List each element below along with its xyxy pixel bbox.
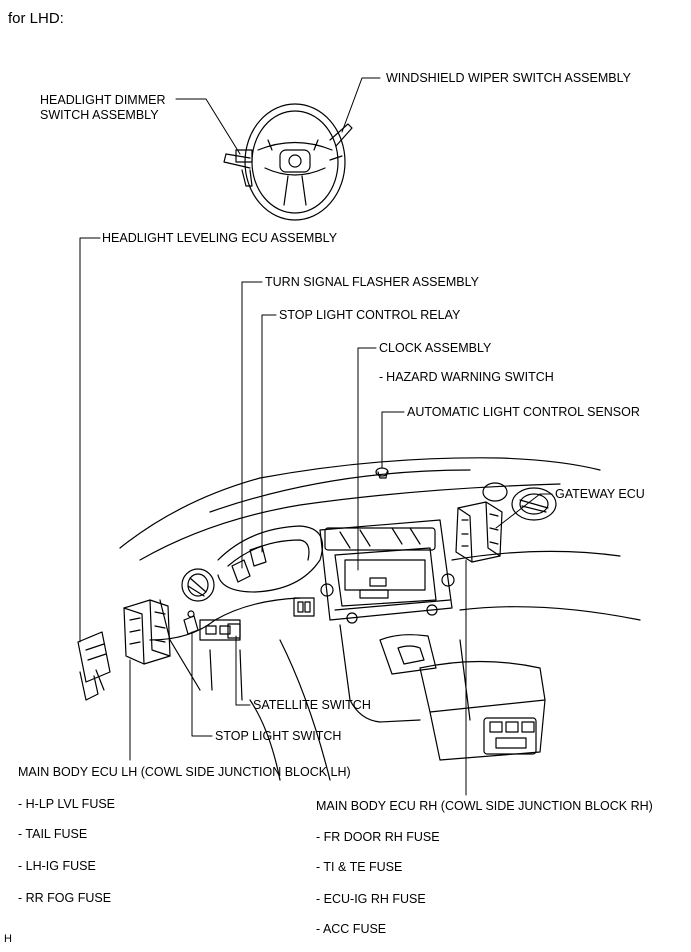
instrument-panel-illustration bbox=[119, 457, 641, 781]
stop-light-switch-illustration bbox=[183, 610, 199, 635]
automatic-light-control-sensor-illustration bbox=[375, 467, 389, 479]
stop-light-control-relay-illustration bbox=[249, 545, 267, 567]
main-body-ecu-lh-illustration bbox=[123, 599, 171, 665]
lh-fuse-item: - RR FOG FUSE bbox=[18, 891, 112, 905]
label-satellite-switch: SATELLITE SWITCH bbox=[253, 698, 371, 712]
label-stop-light-switch: STOP LIGHT SWITCH bbox=[215, 729, 342, 743]
label-headlight-dimmer-line2: SWITCH ASSEMBLY bbox=[40, 108, 159, 122]
corner-mark: H bbox=[4, 933, 12, 945]
main-body-ecu-rh-illustration bbox=[455, 501, 503, 563]
rh-fuse-item: - ACC FUSE bbox=[316, 922, 387, 936]
lh-fuse-item: - H-LP LVL FUSE bbox=[18, 797, 116, 811]
label-stop-light-control-relay: STOP LIGHT CONTROL RELAY bbox=[279, 308, 461, 322]
turn-signal-flasher-illustration bbox=[231, 559, 251, 583]
label-main-body-ecu-rh: MAIN BODY ECU RH (COWL SIDE JUNCTION BLO… bbox=[316, 799, 653, 813]
label-windshield-wiper-switch: WINDSHIELD WIPER SWITCH ASSEMBLY bbox=[386, 71, 631, 85]
page-heading: for LHD: bbox=[8, 10, 64, 27]
rh-fuse-item: - FR DOOR RH FUSE bbox=[316, 830, 440, 844]
rh-fuse-item: - TI & TE FUSE bbox=[316, 860, 403, 874]
lh-fuse-item: - LH-IG FUSE bbox=[18, 859, 96, 873]
steering-wheel-illustration bbox=[223, 103, 353, 221]
headlight-leveling-ecu-illustration bbox=[77, 631, 111, 701]
label-headlight-leveling-ecu: HEADLIGHT LEVELING ECU ASSEMBLY bbox=[102, 231, 338, 245]
label-automatic-light-control-sensor: AUTOMATIC LIGHT CONTROL SENSOR bbox=[407, 405, 640, 419]
label-clock-assembly: CLOCK ASSEMBLY bbox=[379, 341, 492, 355]
label-main-body-ecu-lh: MAIN BODY ECU LH (COWL SIDE JUNCTION BLO… bbox=[18, 765, 351, 779]
hazard-text: HAZARD WARNING SWITCH bbox=[386, 370, 554, 384]
label-hazard-warning-switch: -HAZARD WARNING SWITCH bbox=[379, 370, 554, 385]
satellite-switch-illustration bbox=[227, 623, 241, 639]
label-headlight-dimmer-line1: HEADLIGHT DIMMER bbox=[40, 93, 166, 107]
hazard-dash: - bbox=[379, 370, 384, 384]
label-turn-signal-flasher: TURN SIGNAL FLASHER ASSEMBLY bbox=[265, 275, 479, 289]
rh-fuse-item: - ECU-IG RH FUSE bbox=[316, 892, 426, 906]
leader-lines bbox=[79, 77, 553, 796]
label-gateway-ecu: GATEWAY ECU bbox=[555, 487, 645, 501]
lh-fuse-item: - TAIL FUSE bbox=[18, 827, 88, 841]
